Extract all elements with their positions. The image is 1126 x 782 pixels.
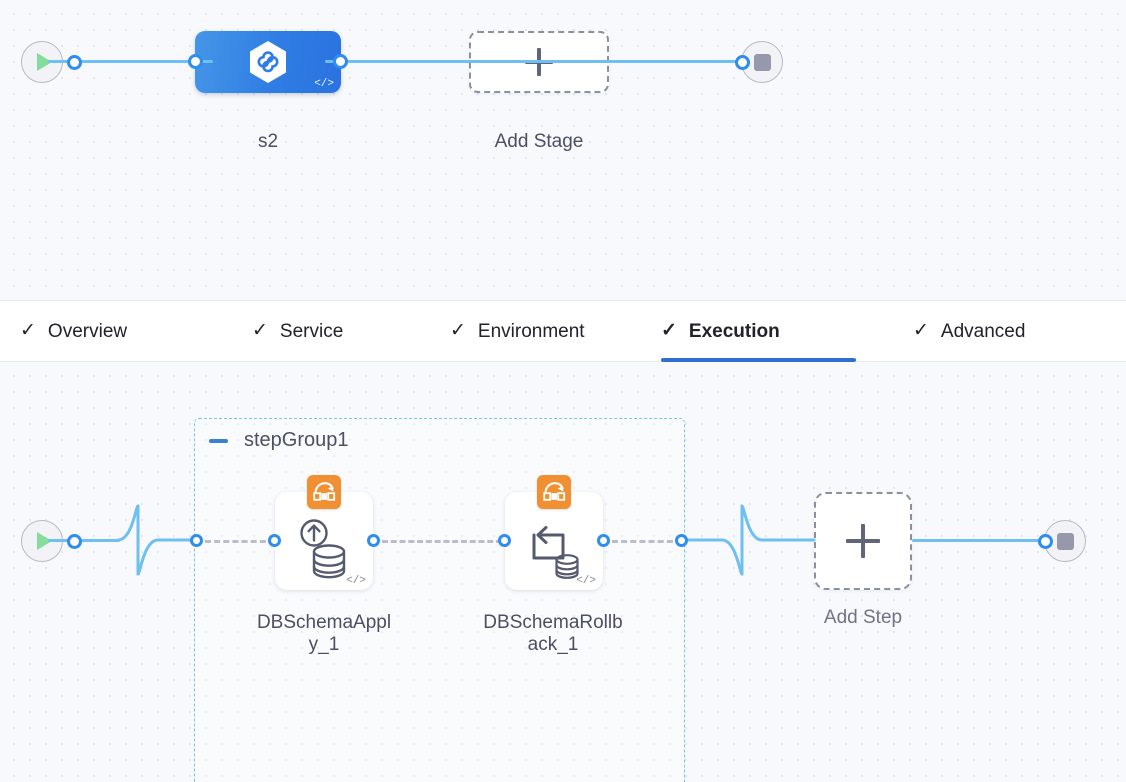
rollback-badge-icon (307, 475, 341, 509)
add-step-label: Add Step (823, 607, 903, 628)
check-icon: ✓ (252, 320, 268, 341)
end-input-port[interactable] (735, 55, 750, 70)
link-start-to-stage (48, 60, 213, 63)
step-input-port[interactable] (498, 534, 511, 547)
check-icon: ✓ (450, 320, 466, 341)
dash-link-between-steps (382, 540, 502, 543)
tab-service[interactable]: ✓ Service (252, 301, 343, 362)
start-output-port[interactable] (67, 55, 82, 70)
check-icon: ✓ (913, 320, 929, 341)
add-step-node[interactable] (814, 492, 912, 590)
step-label-line2: y_1 (308, 634, 340, 656)
step-output-port[interactable] (597, 534, 610, 547)
start-circle (21, 41, 63, 83)
harness-cd-hexagon-icon (248, 40, 288, 84)
minus-icon[interactable] (209, 438, 228, 443)
connector-group-to-add-step (686, 504, 816, 576)
step-code-glyph[interactable]: </> (576, 575, 596, 587)
execution-end-node[interactable] (1038, 520, 1086, 562)
pipeline-start-node[interactable] (21, 41, 82, 83)
step-input-port[interactable] (268, 534, 281, 547)
step-node-dbschemarollback[interactable]: </> (498, 475, 610, 590)
stage-node-s2[interactable]: </> (188, 31, 348, 93)
link-stage-to-end (325, 60, 750, 63)
stop-icon (1056, 532, 1074, 550)
rollback-badge-icon (537, 475, 571, 509)
tab-label: Environment (477, 320, 585, 342)
step-group-input-port[interactable] (190, 534, 203, 547)
step-group-title: stepGroup1 (244, 429, 349, 451)
step-group-output-port[interactable] (675, 534, 688, 547)
step-label-dbschemarollback: DBSchemaRollb ack_1 (468, 612, 638, 656)
stage-card[interactable]: </> (195, 31, 341, 93)
step-node-dbschemaapply[interactable]: </> (268, 475, 380, 590)
execution-canvas[interactable]: stepGroup1 (0, 362, 1126, 782)
step-output-port[interactable] (367, 534, 380, 547)
dash-link-group-in (205, 540, 275, 543)
tab-advanced[interactable]: ✓ Advanced (913, 301, 1025, 362)
add-stage-label: Add Stage (494, 131, 584, 152)
stage-config-tabs[interactable]: ✓ Overview ✓ Service ✓ Environment ✓ Exe… (0, 300, 1126, 362)
step-group-container[interactable]: stepGroup1 (194, 418, 685, 782)
stage-code-glyph[interactable]: </> (314, 78, 334, 90)
step-code-glyph[interactable]: </> (346, 575, 366, 587)
tab-label: Advanced (940, 320, 1026, 342)
execution-start-output-port[interactable] (67, 534, 82, 549)
play-icon (36, 53, 52, 71)
pipeline-end-node[interactable] (735, 41, 783, 83)
stop-icon (753, 53, 771, 71)
step-label-line1: DBSchemaRollb (483, 612, 623, 633)
active-tab-underline (661, 358, 856, 362)
connector-start-to-group (116, 504, 198, 576)
link-add-step-to-end (912, 539, 1048, 542)
tab-overview[interactable]: ✓ Overview (20, 301, 127, 362)
stage-canvas[interactable]: </> s2 Add Stage (0, 0, 1126, 300)
step-label-line2: ack_1 (527, 634, 579, 656)
tab-label: Service (279, 320, 344, 342)
stage-label: s2 (257, 131, 279, 152)
tab-label: Execution (688, 320, 780, 342)
stage-input-port[interactable] (188, 54, 203, 69)
tab-label: Overview (47, 320, 128, 342)
db-schema-apply-icon (275, 510, 373, 590)
step-label-dbschemaapply: DBSchemaAppl y_1 (240, 612, 408, 656)
execution-end-input-port[interactable] (1038, 534, 1053, 549)
step-label-line1: DBSchemaAppl (256, 612, 392, 633)
check-icon: ✓ (661, 320, 677, 341)
check-icon: ✓ (20, 320, 36, 341)
plus-icon (846, 524, 880, 558)
play-icon (36, 532, 52, 550)
db-schema-rollback-icon (505, 510, 603, 590)
step-card[interactable]: </> (505, 475, 603, 590)
step-group-header[interactable]: stepGroup1 (209, 429, 349, 452)
step-card[interactable]: </> (275, 475, 373, 590)
add-step-button[interactable] (814, 492, 912, 590)
stage-output-port[interactable] (333, 54, 348, 69)
tab-environment[interactable]: ✓ Environment (450, 301, 585, 362)
tab-execution[interactable]: ✓ Execution (661, 301, 856, 362)
dash-link-group-out (612, 540, 682, 543)
link-start-stub (48, 539, 120, 542)
